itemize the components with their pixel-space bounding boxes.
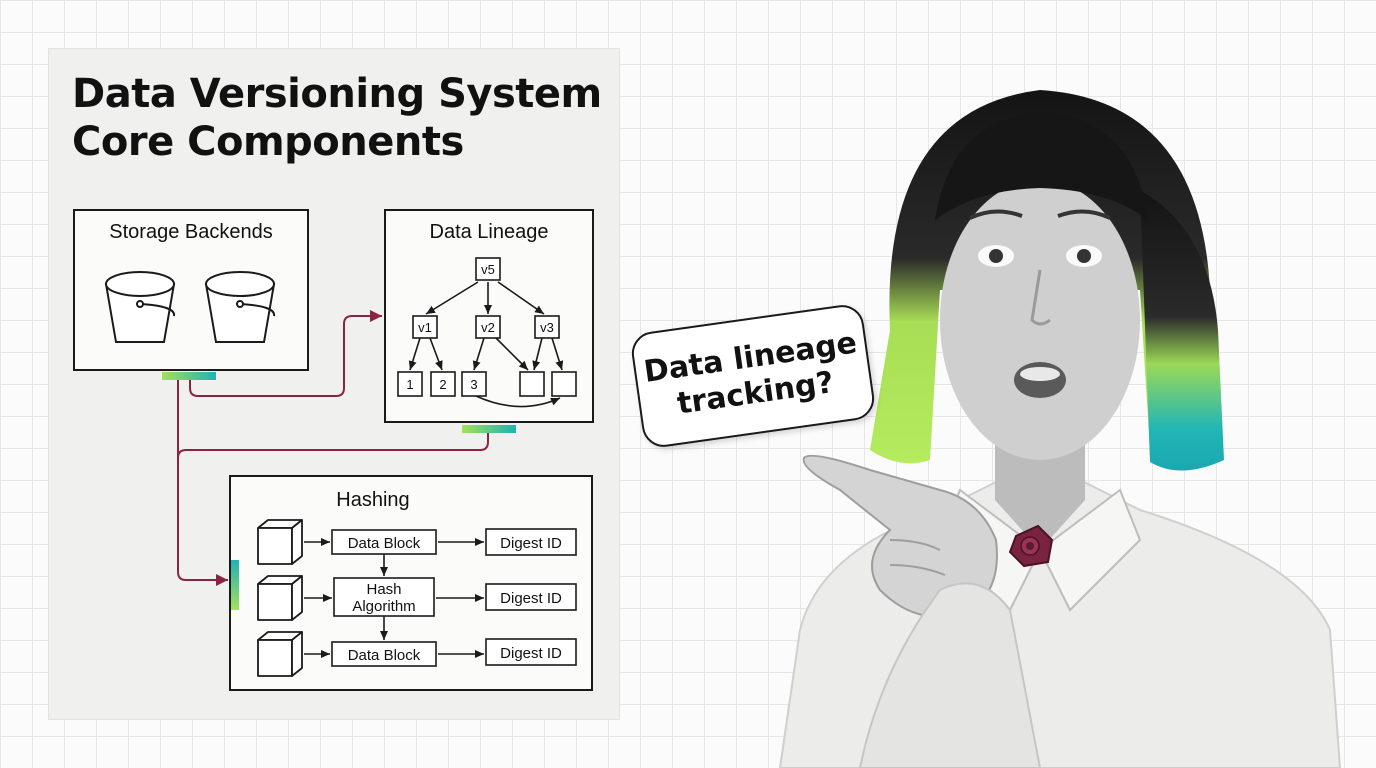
rose-pin-icon (1008, 524, 1054, 568)
presenter-illustration (778, 90, 1342, 768)
lineage-leaf-1-label: 1 (406, 377, 413, 392)
hash-algorithm-label-1: Hash (366, 581, 401, 598)
digest-id-1-label: Digest ID (500, 535, 562, 552)
lineage-leaf-3-label: 3 (470, 377, 477, 392)
data-block-1-label: Data Block (348, 535, 421, 552)
nose (1030, 269, 1051, 326)
pointing-hand (802, 454, 998, 618)
lineage-leaf-1 (397, 371, 423, 397)
title-line-2: Core Components (72, 119, 464, 165)
eyebrow-left (969, 209, 1023, 220)
lineage-leaf-3 (461, 371, 487, 397)
edge-v5-v1 (425, 281, 479, 315)
cube-icon (257, 631, 303, 677)
lineage-node-v1-label: v1 (418, 320, 432, 335)
storage-backends-title: Storage Backends (109, 221, 272, 243)
hashing-box: Hashing Data Block Hash Al (229, 475, 593, 691)
diagram-title: Data Versioning System Core Components (72, 70, 612, 166)
data-lineage-box: Data Lineage v5 v1 v2 v3 1 2 3 (384, 209, 594, 423)
lineage-leaf-2 (430, 371, 456, 397)
data-block-2-label: Data Block (348, 647, 421, 664)
face (940, 180, 1140, 460)
eyebrow-right (1057, 209, 1111, 220)
lineage-node-v3 (534, 315, 560, 339)
hashing-title: Hashing (336, 489, 409, 511)
data-lineage-title: Data Lineage (430, 221, 549, 243)
neck (995, 430, 1085, 550)
lineage-leaf-4 (519, 371, 545, 397)
storage-backends-box: Storage Backends (73, 209, 309, 371)
lineage-node-v1 (412, 315, 438, 339)
cube-icon (257, 575, 303, 621)
hashing-port-accent (231, 560, 239, 610)
edge-v1-2 (429, 337, 443, 371)
lineage-port-accent (462, 425, 516, 433)
edge-v5-v3 (497, 281, 545, 315)
bangs (935, 112, 1148, 220)
connector-storage-to-hashing (177, 380, 228, 586)
title-line-1: Data Versioning System (72, 71, 602, 117)
edge-v2-leaf (495, 337, 529, 371)
edge-v1-1 (408, 337, 421, 371)
sleeve (858, 582, 1042, 768)
storage-port-accent (162, 372, 216, 380)
pupil-right (1077, 249, 1091, 263)
data-block-2 (331, 641, 437, 667)
connector-storage-to-lineage (189, 310, 382, 397)
digest-id-1 (485, 528, 577, 556)
hair-right (1140, 190, 1224, 471)
edge-v2-3 (472, 337, 485, 371)
data-block-1 (331, 529, 437, 555)
lineage-node-v2-label: v2 (481, 320, 495, 335)
speech-bubble-text: Data lineage tracking? (642, 325, 864, 426)
bucket-icon (104, 271, 176, 343)
teeth (1020, 367, 1060, 381)
cube-icon (257, 519, 303, 565)
digest-id-2 (485, 583, 577, 611)
digest-id-2-label: Digest ID (500, 590, 562, 607)
lineage-node-v2 (475, 315, 501, 339)
pupil-left (989, 249, 1003, 263)
edge-v3-leaf-a (532, 337, 543, 371)
edge-merge-curve (475, 395, 561, 408)
bucket-icon (204, 271, 276, 343)
hash-algorithm (333, 577, 435, 617)
digest-id-3 (485, 638, 577, 666)
hash-algorithm-label-2: Algorithm (352, 598, 415, 615)
edge-v3-leaf-b (551, 337, 564, 371)
digest-id-3-label: Digest ID (500, 645, 562, 662)
lineage-node-v5-label: v5 (481, 262, 495, 277)
lineage-node-v5 (475, 257, 501, 281)
lineage-leaf-2-label: 2 (439, 377, 446, 392)
lineage-leaf-5 (551, 371, 577, 397)
lineage-node-v3-label: v3 (540, 320, 554, 335)
connector-lineage-to-hashing (177, 432, 489, 470)
